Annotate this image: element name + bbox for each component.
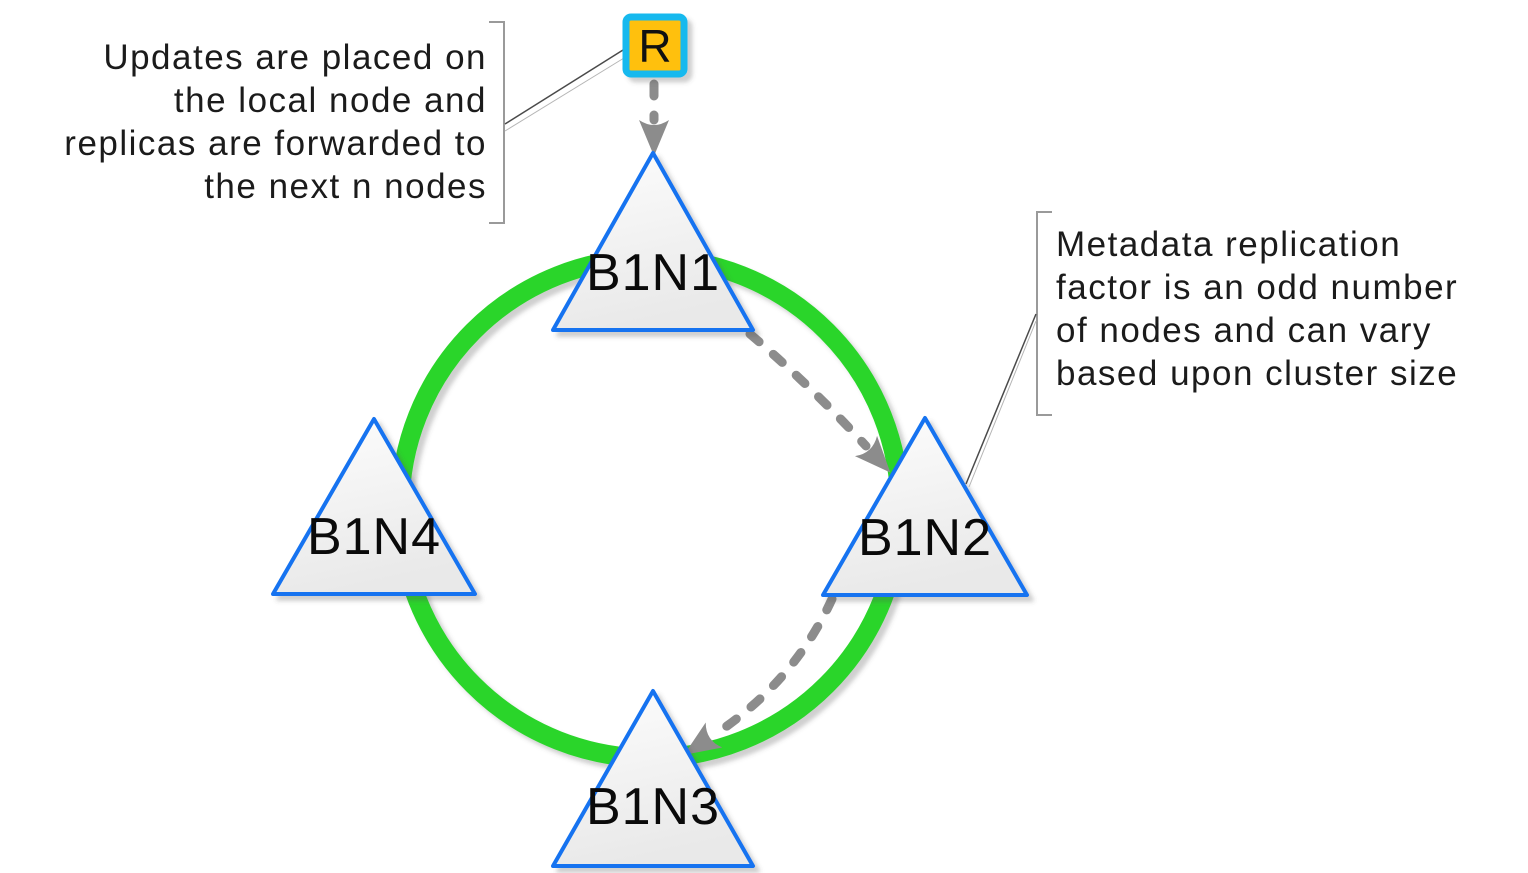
annotation-updates-line-2: the local node and [173, 81, 487, 120]
right-callout-leader-light [968, 320, 1037, 488]
node-b1n1-triangle [551, 151, 755, 332]
right-callout-leader-dark [965, 313, 1037, 485]
annotation-metadata-line-4: based upon cluster size [1056, 354, 1459, 393]
annotation-updates-line-3: replicas are forwarded to [64, 124, 487, 163]
left-callout-bracket [489, 21, 505, 224]
root-node-box [622, 13, 688, 78]
left-callout-leader-dark [504, 49, 624, 125]
annotation-metadata: Metadata replication factor is an odd nu… [1056, 223, 1458, 395]
node-b1n1-label: B1N1 [586, 244, 720, 302]
annotation-metadata-line-3: of nodes and can vary [1056, 311, 1432, 350]
root-node-label: R [638, 20, 671, 72]
arrow-b1n2-to-b1n3 [683, 594, 837, 755]
annotation-updates: Updates are placed on the local node and… [64, 36, 487, 208]
root-node [622, 13, 688, 78]
node-b1n2-triangle [821, 416, 1029, 597]
node-b1n3-triangle [551, 689, 755, 868]
annotation-updates-line-4: the next n nodes [204, 167, 487, 206]
annotation-updates-line-1: Updates are placed on [103, 38, 487, 77]
annotation-metadata-line-1: Metadata replication [1056, 225, 1402, 264]
left-callout [489, 21, 625, 224]
node-b1n3-label: B1N3 [586, 778, 720, 836]
replication-arrows [639, 79, 891, 755]
node-b1n2-label: B1N2 [858, 509, 992, 567]
left-callout-leader-light [504, 57, 625, 132]
right-callout-bracket [1036, 211, 1052, 416]
cluster-ring [390, 248, 910, 768]
node-triangles [271, 151, 1029, 868]
node-b1n4-label: B1N4 [307, 508, 441, 566]
node-b1n4-triangle [271, 417, 477, 596]
annotation-metadata-line-2: factor is an odd number [1056, 268, 1459, 307]
right-callout [965, 211, 1052, 488]
